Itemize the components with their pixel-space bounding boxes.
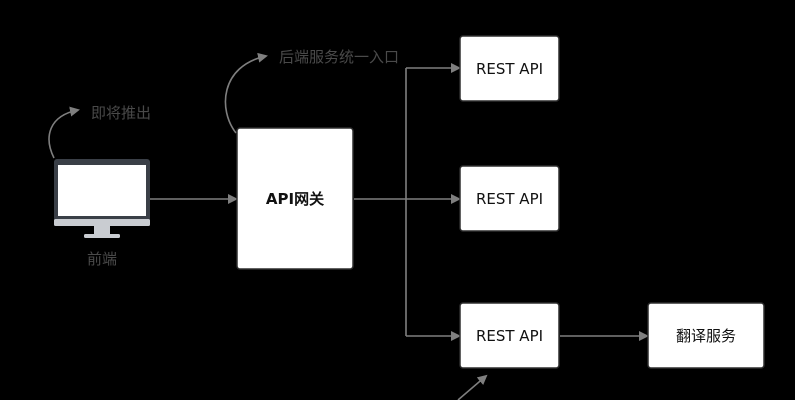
- annotation-deprecated: 即将推出: [91, 104, 151, 122]
- api-node-bot[interactable]: REST API: [459, 302, 560, 369]
- translate-label: 翻译服务: [676, 327, 736, 345]
- desktop-monitor-icon: [54, 159, 150, 238]
- connectors: [48, 52, 649, 400]
- api-box-mid: [459, 165, 560, 232]
- annotation-pointer-unified-entry: [224, 52, 268, 134]
- gateway-box: [236, 127, 354, 270]
- api-node-top[interactable]: REST API: [459, 35, 560, 102]
- api-node-mid[interactable]: REST API: [459, 165, 560, 232]
- api-label-top: REST API: [476, 60, 543, 78]
- api-label-bot: REST API: [476, 327, 543, 345]
- api-box-top: [459, 35, 560, 102]
- translate-node[interactable]: 翻译服务: [647, 302, 765, 369]
- api-label-mid: REST API: [476, 190, 543, 208]
- gateway-node[interactable]: API网关: [236, 127, 354, 270]
- annotation-unified-entry: 后端服务统一入口: [279, 48, 399, 66]
- frontend-node[interactable]: 前端: [54, 159, 150, 268]
- frontend-label: 前端: [87, 250, 117, 268]
- translate-box: [647, 302, 765, 369]
- api-box-bot: [459, 302, 560, 369]
- gateway-label: API网关: [266, 190, 324, 208]
- annotation-pointer-deprecated: [48, 106, 80, 159]
- annotation-pointer-bottom: [457, 374, 488, 400]
